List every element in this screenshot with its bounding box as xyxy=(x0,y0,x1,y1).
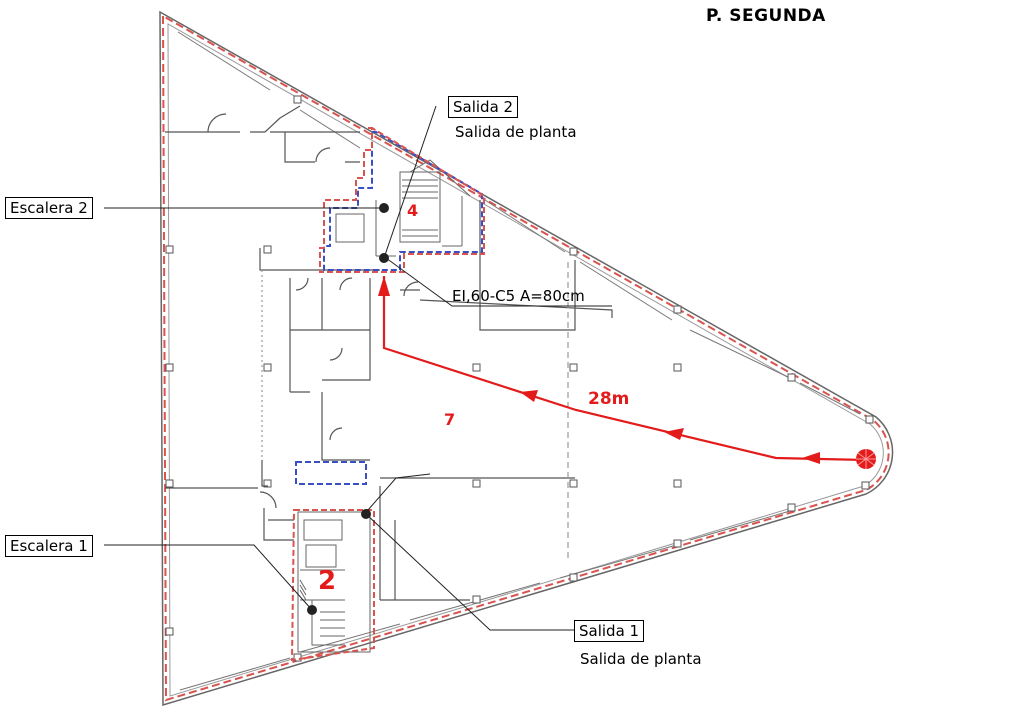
route-arrow-3 xyxy=(520,390,538,402)
exit-2-description: Salida de planta xyxy=(455,123,577,141)
exit-1-description: Salida de planta xyxy=(580,650,702,668)
exit-markers xyxy=(307,203,389,615)
route-arrow-1 xyxy=(802,452,820,464)
zone-floor-number: 7 xyxy=(444,410,456,429)
stair-2-label: Escalera 2 xyxy=(5,197,93,219)
window-strips xyxy=(177,31,861,691)
exit-2-label: Salida 2 xyxy=(448,96,519,118)
interior-walls xyxy=(165,105,613,601)
exit-1-label: Salida 1 xyxy=(574,620,645,642)
route-arrow-4 xyxy=(378,276,390,296)
evacuation-route xyxy=(378,276,876,469)
zone-stair-2-number: 4 xyxy=(407,201,419,220)
columns xyxy=(165,95,874,662)
leader-lines xyxy=(104,105,612,631)
fire-sector-red xyxy=(290,127,485,662)
page-title: P. SEGUNDA xyxy=(706,6,826,26)
zone-stair-1-number: 2 xyxy=(318,566,337,596)
fire-sector-blue xyxy=(295,131,483,485)
door-spec-label: EI,60-C5 A=80cm xyxy=(452,287,585,305)
stair-1-label: Escalera 1 xyxy=(5,535,93,557)
building-outline xyxy=(159,10,894,707)
route-arrow-2 xyxy=(664,428,684,440)
route-length-label: 28m xyxy=(588,389,630,409)
